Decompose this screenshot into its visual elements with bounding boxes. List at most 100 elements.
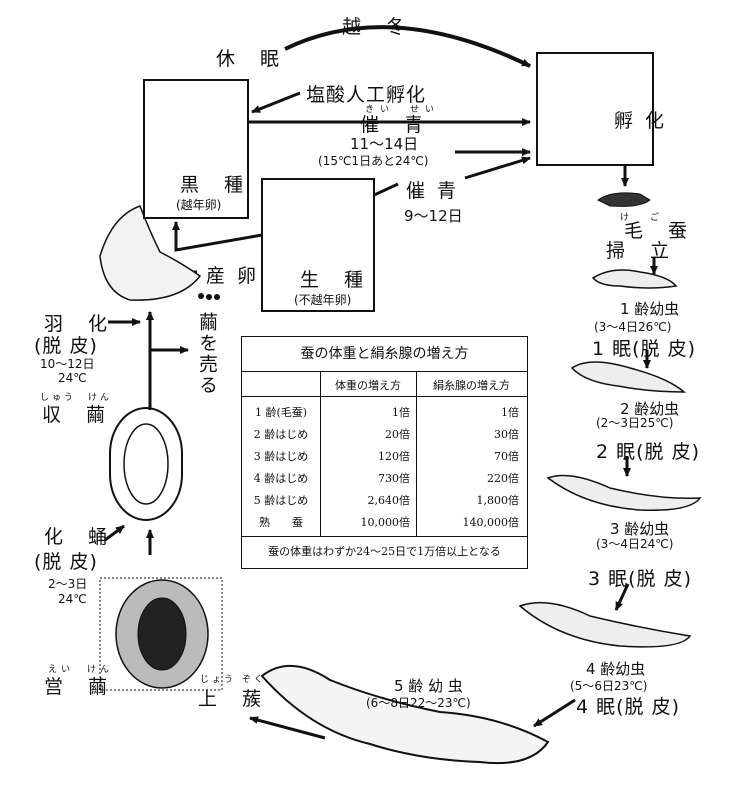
label-emergence: 羽 化: [44, 313, 111, 335]
label-pupation-temp: 24℃: [58, 592, 87, 606]
label-pupation: 化 蛹: [44, 526, 111, 548]
table-cell-weight: 120倍: [378, 450, 410, 463]
larva-kego: [597, 192, 651, 207]
table-row: 1 齢(毛蚕) 1倍 1倍: [242, 403, 527, 423]
table-footer: 蚕の体重はわずか24～25日で1万倍以上となる: [242, 536, 527, 567]
moth-egg-2: [206, 294, 212, 300]
larva-instar4: [518, 601, 692, 648]
table-row: 5 齢はじめ 2,640倍 1,800倍: [242, 491, 527, 511]
table-row: 3 齢はじめ 120倍 70倍: [242, 447, 527, 467]
arrow-kayou: [104, 524, 125, 542]
arrow-incubation-2: [371, 182, 399, 198]
arrow-min4: [533, 698, 576, 728]
table-cell-stage: 3 齢はじめ: [253, 450, 309, 463]
label-instar3: 3 齢幼虫: [610, 520, 670, 538]
ruby-saisei: きい せい: [365, 105, 441, 115]
label-molt3: 3 眠(脱 皮): [588, 568, 692, 590]
arrow-to-kokushu: [172, 221, 263, 252]
label-incubation-1-days: 11～14日: [350, 135, 419, 153]
ruby-shuken: しゅう けん: [40, 393, 113, 403]
table-cell-gland: 70倍: [494, 450, 519, 463]
ruby-kego: け ご: [620, 213, 666, 223]
table-cell-gland: 1,800倍: [476, 494, 520, 507]
label-instar2-note: (2～3日25℃): [596, 416, 674, 430]
table-cell-weight: 730倍: [378, 472, 410, 485]
label-instar5: 5 齢 幼 虫: [394, 677, 463, 695]
larva-instar3: [546, 474, 702, 511]
table-cell-weight: 20倍: [385, 428, 410, 441]
label-diapause: 休 眠: [216, 48, 283, 70]
table-header-weight: 体重の増え方: [335, 379, 401, 392]
table-divider-2: [416, 371, 417, 536]
label-instar1-note: (3～4日26℃): [594, 320, 672, 334]
table-cell-stage: 4 齢はじめ: [253, 472, 309, 485]
label-hatch: 孵 化: [614, 110, 668, 132]
label-pupation-days: 2～3日: [48, 577, 88, 591]
label-molt2: 2 眠(脱 皮): [596, 441, 700, 463]
label-instar3-note: (3～4日24℃): [596, 537, 674, 551]
arrow-min3-down: [614, 583, 630, 611]
label-sell-cocoons: 繭を売る: [196, 312, 218, 396]
label-seishu-note: (不越年卵): [294, 293, 352, 307]
label-molt4: 4 眠(脱 皮): [576, 696, 680, 718]
table-cell-gland: 220倍: [487, 472, 519, 485]
label-kokushu: 黒 種: [180, 174, 247, 196]
table-header-gland: 絹糸腺の増え方: [433, 379, 510, 392]
hatching-box: [536, 52, 654, 166]
table-cell-stage: 5 齢はじめ: [253, 494, 309, 507]
pupa-frame: [109, 407, 183, 521]
kokushu-box: [143, 79, 249, 219]
moth-egg-1: [198, 293, 204, 299]
moth: [99, 205, 202, 301]
arrow-incubation-2b: [464, 156, 531, 180]
table-divider-1: [320, 371, 321, 536]
label-incubation-2: 催 青: [406, 180, 460, 202]
label-instar1: 1 齢幼虫: [620, 300, 680, 318]
arrow-overwinter: [284, 25, 531, 68]
table-row: 2 齢はじめ 20倍 30倍: [242, 425, 527, 445]
table-cell-stage: 2 齢はじめ: [253, 428, 309, 441]
label-emergence-molt: (脱 皮): [34, 335, 98, 357]
label-mounting: 上 蔟: [198, 688, 265, 710]
arrow-joukyu: [249, 716, 326, 740]
arrow-hcl-hatch: [251, 91, 301, 114]
label-hcl-hatch: 塩酸人工孵化: [306, 84, 427, 106]
label-cocoon-harvest: 収 繭: [42, 404, 109, 426]
table-cell-stage: 1 齢(毛蚕): [254, 406, 308, 419]
pupa: [123, 423, 169, 505]
table-row: 熟 蚕 10,000倍 140,000倍: [242, 513, 527, 533]
table-title: 蚕の体重と絹糸腺の増え方: [300, 346, 469, 362]
larva-instar1: [591, 269, 678, 289]
label-instar4-note: (5～6日23℃): [570, 679, 648, 693]
table-cell-weight: 10,000倍: [360, 516, 411, 529]
label-molt1: 1 眠(脱 皮): [592, 338, 696, 360]
larva-instar5: [260, 664, 550, 765]
label-kego: 毛 蚕: [624, 220, 691, 242]
table-cell-gland: 140,000倍: [462, 516, 520, 529]
label-egg-laying: 産 卵: [206, 265, 260, 287]
label-spinning: 営 繭: [44, 676, 111, 698]
label-kokushu-note: (越年卵): [176, 198, 222, 212]
cocoon-core: [137, 597, 187, 671]
ruby-eiken: えい けん: [48, 665, 114, 675]
moth-egg-3: [214, 294, 220, 300]
label-brushing: 掃 立: [606, 240, 673, 262]
table-header-row: 体重の増え方 絹糸腺の増え方: [242, 371, 527, 397]
label-instar4: 4 齢幼虫: [586, 660, 646, 678]
label-overwinter: 越 冬: [342, 16, 409, 38]
table-cell-gland: 30倍: [494, 428, 519, 441]
label-emergence-temp: 24℃: [58, 371, 87, 385]
label-seishu: 生 種: [300, 269, 367, 291]
table-cell-weight: 1倍: [392, 406, 410, 419]
growth-table: 蚕の体重と絹糸腺の増え方 体重の増え方 絹糸腺の増え方 1 齢(毛蚕) 1倍 1…: [241, 336, 528, 569]
label-pupation-molt: (脱 皮): [34, 551, 98, 573]
larva-instar2: [570, 361, 686, 393]
seishu-box: [261, 178, 375, 312]
ruby-joukyu: じょう ぞく: [200, 675, 266, 685]
label-incubation-2-days: 9～12日: [404, 207, 463, 225]
label-instar5-note: (6～8日22～23℃): [366, 696, 471, 710]
table-cell-stage: 熟 蚕: [259, 516, 303, 529]
label-incubation-1-note: (15℃1日あと24℃): [318, 154, 429, 168]
label-emergence-days: 10～12日: [40, 357, 95, 371]
